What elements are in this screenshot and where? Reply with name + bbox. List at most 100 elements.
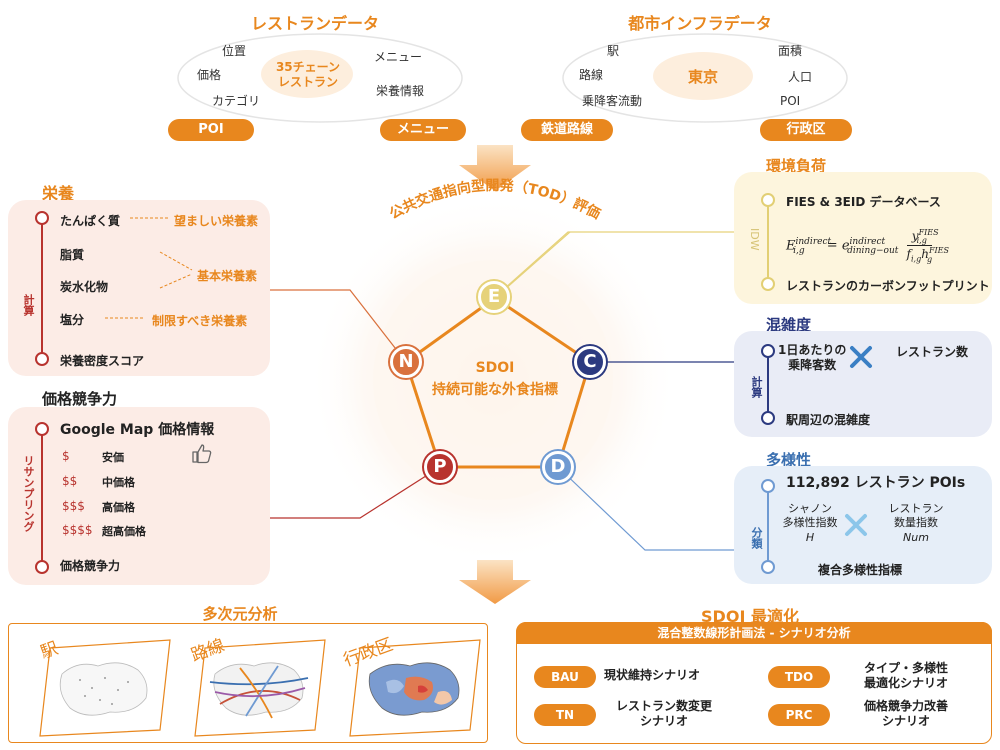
node-e: E — [478, 281, 510, 313]
urban-ellipse — [562, 33, 848, 123]
sdoi-label: SDOI — [475, 360, 515, 376]
price-symbol-4: $$$$ — [62, 523, 93, 537]
fies-3eid-db: FIES & 3EID データベース — [786, 195, 941, 209]
down-arrow-bottom — [459, 560, 531, 604]
map-cards — [39, 639, 481, 737]
price-symbol-2: $$ — [62, 474, 78, 488]
sdoi-opt-title: SDOI 最適化 — [701, 607, 799, 626]
urban-item-line: 路線 — [579, 68, 604, 82]
diversity-end-dot — [761, 560, 775, 574]
price-side-label: リサンプリング — [22, 455, 35, 532]
restaurant-item-location: 位置 — [222, 44, 247, 58]
multi-analysis-title: 多次元分析 — [202, 605, 278, 623]
rail-pill: 鉄道路線 — [521, 119, 613, 141]
scenario-tn-badge: TN — [534, 704, 596, 726]
shannon-var: H — [805, 531, 815, 544]
diversity-start-dot — [761, 479, 775, 493]
price-symbol-1: $ — [62, 449, 70, 463]
diversity-title: 多様性 — [766, 451, 812, 469]
restaurant-data-title: レストランデータ — [250, 14, 379, 33]
price-symbol-3: $$$ — [62, 499, 85, 513]
quantity-index: レストラン 数量指数 — [888, 502, 944, 529]
urban-item-population: 人口 — [788, 70, 813, 84]
nutrition-start-dot — [35, 211, 49, 225]
congestion-start-dot — [761, 344, 775, 358]
restaurant-item-price: 価格 — [197, 68, 222, 82]
price-title: 価格競争力 — [42, 390, 118, 408]
price-panel — [8, 407, 270, 585]
restaurant-ellipse — [177, 33, 463, 123]
price-competitiveness-result: 価格競争力 — [60, 559, 121, 573]
thumbs-up-icon — [192, 444, 212, 464]
congestion-title: 混雑度 — [766, 316, 812, 334]
sdoi-subtitle: 持続可能な外食指標 — [432, 382, 558, 398]
scenario-bau-badge: BAU — [534, 666, 596, 688]
env-end-dot — [761, 277, 775, 291]
restaurant-item-category: カテゴリ — [212, 94, 261, 108]
nutrition-side-label: 計算 — [22, 294, 35, 316]
diversity-panel — [734, 466, 992, 584]
scenario-tdo-label: タイプ・多様性 最適化シナリオ — [863, 661, 948, 690]
price-level-cheap: 安価 — [102, 451, 124, 464]
price-end-dot — [35, 560, 49, 574]
restaurant-item-nutrition: 栄養情報 — [376, 84, 425, 98]
down-arrow-top — [459, 145, 531, 191]
env-panel — [734, 172, 992, 304]
price-level-mid: 中価格 — [102, 476, 135, 489]
center-diagram: 公共交通指向型開発（TOD）評価 — [308, 177, 678, 565]
node-d: D — [542, 451, 574, 483]
congestion-side-label: 計算 — [750, 376, 763, 398]
menu-pill: メニュー — [380, 119, 466, 141]
scenario-tdo-badge: TDO — [768, 666, 830, 688]
restaurant-item-menu: メニュー — [374, 50, 423, 64]
urban-data-title: 都市インフラデータ — [628, 14, 772, 33]
label-basic: 基本栄養素 — [197, 269, 258, 283]
label-restricted: 制限すべき栄養素 — [152, 314, 248, 328]
env-title: 環境負荷 — [766, 157, 827, 175]
urban-item-area: 面積 — [778, 44, 803, 58]
price-level-premium: 超高価格 — [102, 525, 146, 538]
urban-item-station: 駅 — [607, 44, 620, 58]
congestion-panel — [734, 331, 992, 437]
nutrient-salt: 塩分 — [60, 313, 85, 327]
price-level-high: 高価格 — [102, 501, 135, 514]
milp-bar: 混合整数線形計画法 - シナリオ分析 — [516, 622, 992, 644]
congestion-end-dot — [761, 411, 775, 425]
scenario-bau-label: 現状維持シナリオ — [604, 668, 701, 682]
restaurant-center-label: 35チェーン レストラン — [275, 60, 341, 89]
station-area-congestion: 駅周辺の混雑度 — [786, 413, 871, 427]
nutrition-panel — [8, 200, 270, 376]
nutrition-dashes — [105, 217, 193, 319]
tokyo-center-label: 東京 — [687, 68, 718, 86]
urban-item-poi: POI — [780, 94, 801, 108]
label-desirable: 望ましい栄養素 — [174, 214, 259, 228]
nutrient-density-score: 栄養密度スコア — [60, 354, 145, 368]
env-side-label: IDW — [748, 228, 761, 251]
node-n: N — [390, 346, 422, 378]
poi-pill: POI — [168, 119, 254, 141]
nutrition-title: 栄養 — [42, 184, 75, 203]
node-c: C — [574, 346, 606, 378]
diversity-side-label: 分類 — [750, 527, 763, 549]
scenario-prc-badge: PRC — [768, 704, 830, 726]
restaurant-count: レストラン数 — [896, 345, 969, 359]
district-pill: 行政区 — [760, 119, 852, 141]
google-map-price-heading: Google Map 価格情報 — [60, 422, 215, 438]
daily-ridership: 1日あたりの 乗降客数 — [778, 343, 847, 372]
scenario-tn-label: レストラン数変更 シナリオ — [615, 699, 712, 728]
env-start-dot — [761, 193, 775, 207]
multi-analysis-frame — [8, 623, 488, 743]
multiply-icon-2 — [845, 514, 867, 536]
nutrient-carbs: 炭水化物 — [60, 280, 109, 294]
composite-diversity-index: 複合多様性指標 — [818, 563, 903, 577]
price-start-dot — [35, 422, 49, 436]
scenario-prc-label: 価格競争力改善 シナリオ — [863, 699, 948, 728]
carbon-formula: Eindirecti,g = eindirectdining−out yFIES… — [786, 228, 949, 264]
urban-item-flow: 乗降客流動 — [582, 94, 643, 108]
shannon-index: シャノン 多様性指数 — [782, 502, 838, 529]
restaurant-pois-count: 112,892 レストラン POIs — [786, 475, 966, 491]
nutrient-fat: 脂質 — [60, 248, 85, 262]
nutrition-end-dot — [35, 352, 49, 366]
restaurant-carbon-footprint: レストランのカーボンフットプリント — [786, 279, 990, 293]
